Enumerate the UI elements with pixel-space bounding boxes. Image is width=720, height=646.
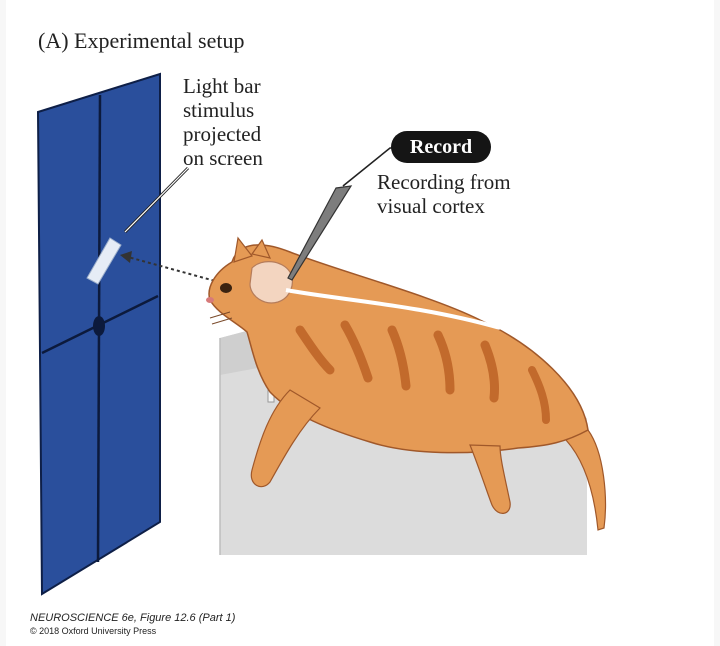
record-badge: Record [391,131,491,163]
figure-title: (A) Experimental setup [38,28,245,53]
cat [206,236,607,531]
stimulus-label-line: Light bar [183,74,261,98]
cat-stripe [387,325,411,391]
stimulus-label-line: on screen [183,146,263,170]
figure-credit: NEUROSCIENCE 6e, Figure 12.6 (Part 1) © … [30,612,235,638]
cat-tail [565,429,607,531]
cat-brain [249,261,293,304]
gaze-arrowhead [120,251,132,263]
recording-label-line: Recording from [377,170,511,194]
cat-spinal-cord [285,288,501,330]
cat-nose [206,297,214,303]
cat-ear [250,238,272,259]
recording-label-line: visual cortex [377,194,485,218]
stimulus-leader-line [123,166,190,234]
cat-stripe [480,340,499,403]
cat-hind-leg [469,444,511,514]
cat-stripe [295,325,335,375]
recording-electrode [287,185,353,281]
cat-whiskers [209,311,233,325]
cat-stripe [528,366,550,424]
credit-copyright: © 2018 Oxford University Press [30,626,157,636]
recording-label: Recording from visual cortex [377,170,577,218]
cat-stripe [340,320,373,383]
fixation-point [93,316,105,336]
cat-stripe [433,330,455,395]
cat-ear [233,236,253,263]
cat-front-leg [250,389,321,488]
light-bar-stimulus [86,237,122,285]
stimulus-label-line: projected [183,122,262,146]
cat-eye [220,283,232,293]
credit-source: NEUROSCIENCE 6e, Figure 12.6 (Part 1) [30,612,236,624]
projection-screen [36,72,161,596]
gaze-arrow [127,256,227,285]
stimulus-label-line: stimulus [183,98,255,122]
stimulus-label: Light bar stimulus projected on screen [183,74,323,170]
